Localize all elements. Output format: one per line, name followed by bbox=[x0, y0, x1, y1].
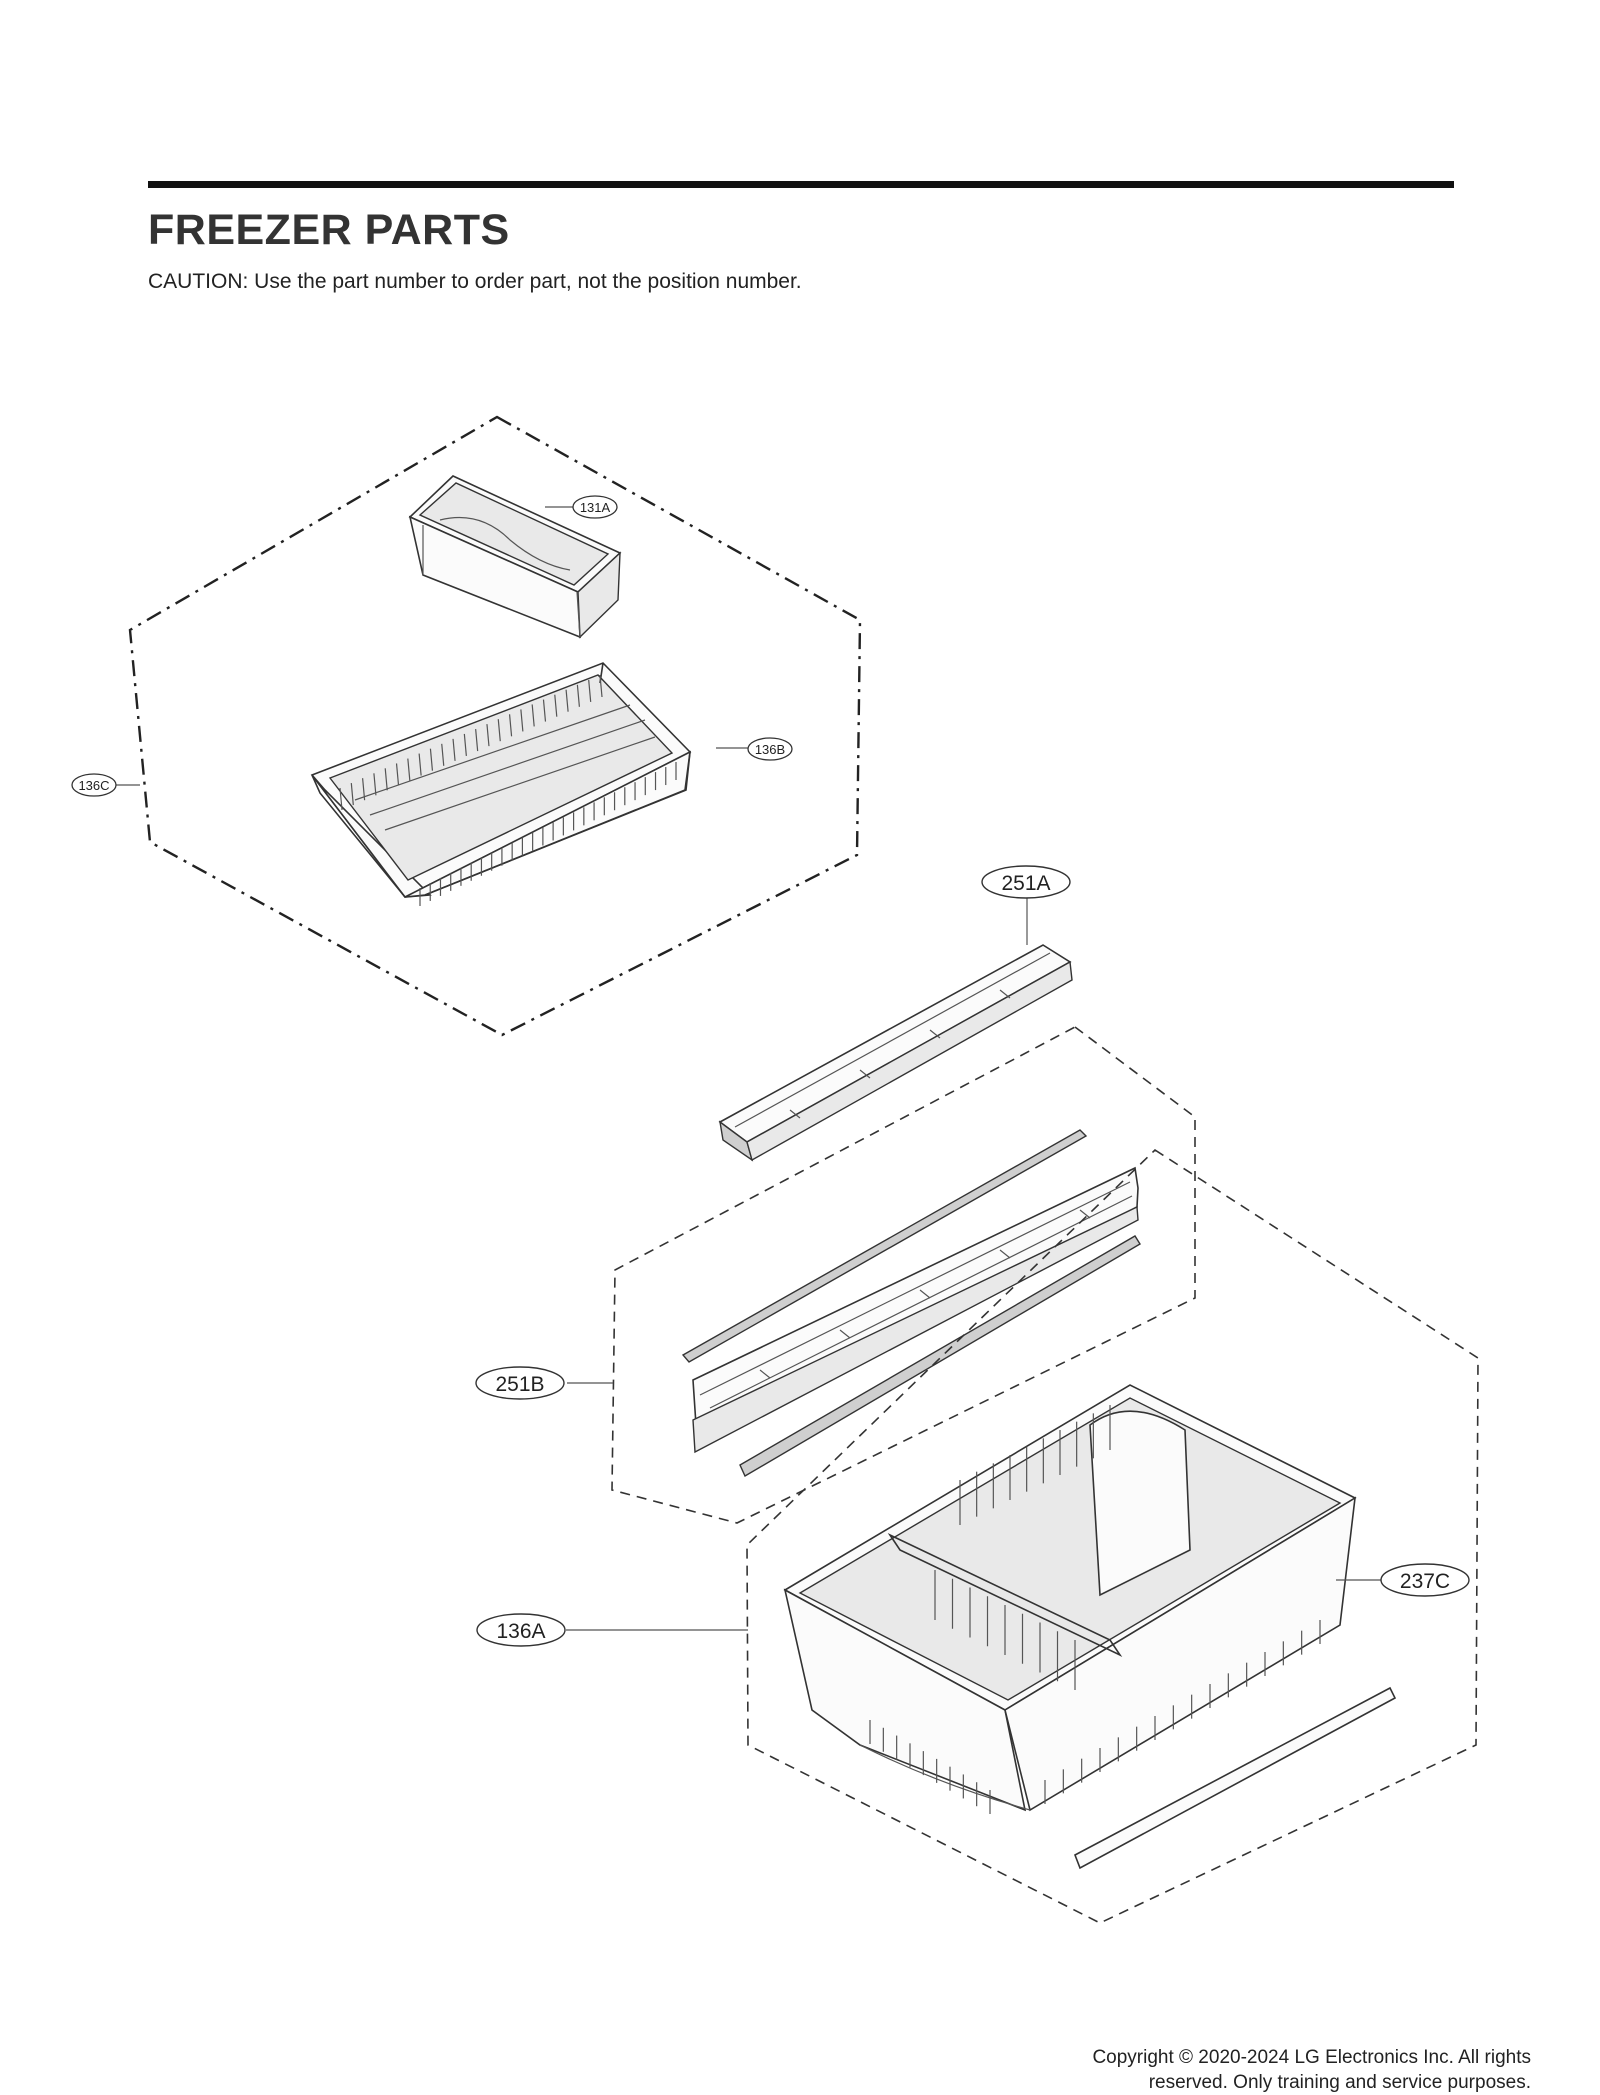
vent-slat bbox=[599, 674, 603, 698]
vent-slat bbox=[576, 684, 580, 707]
callout-237C: 237C bbox=[1380, 1563, 1470, 1597]
svg-text:131A: 131A bbox=[580, 500, 611, 515]
vent-slat bbox=[339, 787, 343, 811]
copyright-line-1: Copyright © 2020-2024 LG Electronics Inc… bbox=[1092, 2047, 1531, 2068]
callout-251B: 251B bbox=[475, 1366, 565, 1400]
callout-136C: 136C bbox=[71, 773, 117, 797]
vent-slat bbox=[429, 748, 434, 771]
vent-slat bbox=[373, 773, 377, 796]
copyright-line-2: reserved. Only training and service purp… bbox=[1148, 2072, 1531, 2093]
svg-text:251A: 251A bbox=[1001, 872, 1050, 895]
svg-text:136A: 136A bbox=[496, 1620, 545, 1643]
header-rule bbox=[148, 181, 1454, 188]
assembly-boundary-136C bbox=[128, 415, 862, 1037]
assembly-boundary-251B bbox=[611, 1026, 1196, 1524]
vent-slat bbox=[486, 724, 490, 747]
vent-slat bbox=[508, 714, 513, 737]
svg-text:136C: 136C bbox=[78, 778, 109, 793]
vent-slat bbox=[531, 704, 535, 727]
callout-131A: 131A bbox=[572, 495, 618, 519]
svg-text:237C: 237C bbox=[1400, 1570, 1450, 1593]
caution-note: CAUTION: Use the part number to order pa… bbox=[148, 270, 802, 293]
callout-136B: 136B bbox=[747, 737, 793, 761]
part-136B-basket bbox=[310, 662, 692, 906]
vent-slat bbox=[407, 758, 411, 781]
vent-slat bbox=[475, 728, 479, 752]
vent-slat bbox=[463, 733, 467, 757]
part-131A-bin bbox=[408, 475, 622, 639]
vent-slat bbox=[520, 709, 524, 732]
vent-slat bbox=[554, 694, 558, 717]
svg-text:136B: 136B bbox=[755, 742, 785, 757]
vent-slat bbox=[441, 743, 445, 766]
callout-251A: 251A bbox=[981, 865, 1071, 899]
part-237C-strip bbox=[1073, 1686, 1397, 1870]
vent-slat bbox=[497, 719, 501, 742]
page-title: FREEZER PARTS bbox=[148, 206, 510, 254]
vent-slat bbox=[565, 689, 569, 712]
vent-slat bbox=[350, 783, 354, 806]
callout-136A: 136A bbox=[476, 1613, 566, 1647]
vent-slat bbox=[542, 699, 547, 722]
vent-slat bbox=[384, 768, 388, 791]
vent-slat bbox=[588, 679, 592, 702]
vent-slat bbox=[418, 753, 422, 776]
vent-slat bbox=[452, 738, 456, 761]
part-136A-freezer-basket bbox=[783, 1384, 1357, 1814]
part-251A-rail bbox=[718, 944, 1073, 1162]
copyright-notice: Copyright © 2020-2024 LG Electronics Inc… bbox=[1092, 2045, 1531, 2095]
svg-text:251B: 251B bbox=[495, 1373, 544, 1396]
vent-slat bbox=[395, 763, 400, 786]
part-251B-slide-rails bbox=[681, 1129, 1141, 1477]
